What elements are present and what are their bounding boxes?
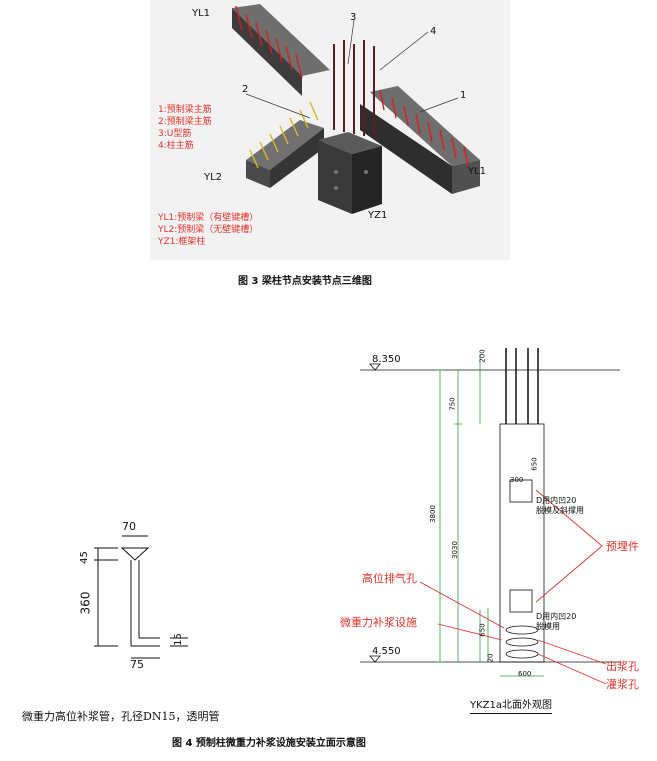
label-2: 2: [242, 84, 249, 95]
pipe-drawing: [94, 535, 188, 659]
note-lower: D用内凹20 脱模用: [536, 612, 577, 631]
legend-item: 1:预制梁主筋: [158, 105, 212, 115]
label-1: 1: [460, 90, 467, 101]
figure-4-caption: 图 4 预制柱微重力补浆设施安装立面示意图: [172, 738, 366, 749]
dim-200: 200: [478, 349, 487, 363]
pipe-dim-top-h: 45: [78, 551, 90, 564]
callout-embedded: 预埋件: [606, 540, 639, 553]
label-yl1-top: YL1: [192, 8, 211, 19]
label-yz1: YZ1: [368, 210, 388, 221]
label-yl2: YL2: [204, 172, 223, 183]
pipe-note: 微重力高位补浆管，孔径DN15，透明管: [22, 710, 220, 723]
beam-column-3d-illustration: [150, 0, 510, 260]
callout-inlet: 灌浆孔: [606, 678, 639, 691]
legend-item: 4:柱主筋: [158, 141, 194, 151]
note-upper: D用内凹20 脱模及斜撑用: [536, 496, 584, 515]
dim-300: 300: [510, 476, 524, 484]
level-bottom: 4.550: [372, 646, 401, 657]
callout-facility: 微重力补浆设施: [340, 616, 417, 629]
legend-item: YZ1:框架柱: [158, 237, 206, 247]
dim-20: 20: [486, 653, 495, 663]
legend-item: YL2:预制梁（无壁键槽）: [158, 225, 259, 235]
label-yl1-right: YL1: [468, 166, 487, 177]
pipe-dim-height: 360: [78, 591, 93, 615]
dim-3030: 3030: [450, 541, 459, 559]
pipe-dim-top: 70: [122, 520, 136, 533]
column-elevation-drawing: [360, 348, 620, 685]
legend-item: 3:U型筋: [158, 129, 192, 139]
elevation-title: YKZ1a北面外观图: [470, 696, 553, 714]
legend-rebars: 1:预制梁主筋 2:预制梁主筋 3:U型筋 4:柱主筋: [158, 104, 212, 152]
dim-3800: 3800: [428, 505, 437, 523]
pipe-dim-bottom: 75: [130, 658, 144, 671]
label-3: 3: [350, 12, 357, 23]
figure-3-caption: 图 3 梁柱节点安装节点三维图: [238, 276, 372, 287]
legend-item: 2:预制梁主筋: [158, 117, 212, 127]
legend-item: YL1:预制梁（有壁键槽）: [158, 213, 259, 223]
pipe-dim-foot: 15: [172, 633, 184, 646]
callout-vent: 高位排气孔: [362, 572, 417, 585]
legend-members: YL1:预制梁（有壁键槽） YL2:预制梁（无壁键槽） YZ1:框架柱: [158, 212, 258, 248]
label-4: 4: [430, 26, 437, 37]
dim-650-col: 650: [530, 457, 539, 471]
callout-outlet: 出浆孔: [606, 660, 639, 673]
level-top: 8.350: [372, 354, 401, 365]
dim-650-low: 650: [478, 623, 487, 637]
dim-600: 600: [518, 670, 532, 678]
dim-750: 750: [448, 397, 457, 411]
